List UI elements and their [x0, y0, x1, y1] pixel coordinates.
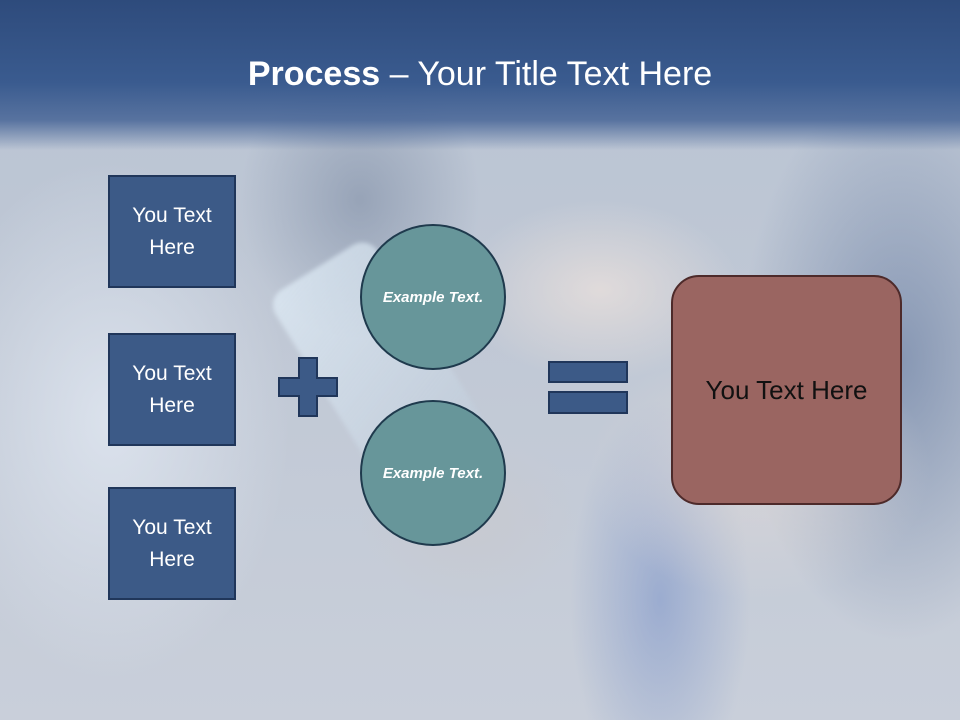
input-box-label: You Text Here [132, 203, 212, 259]
title-bold: Process [247, 55, 381, 93]
example-circle-1: Example Text. [360, 224, 506, 370]
result-box: You Text Here [671, 275, 902, 505]
slide-title: Process – Your Title Text Here [0, 52, 960, 96]
result-label: You Text Here [705, 375, 868, 405]
input-box-label: You Text Here [132, 515, 212, 571]
example-circle-2: Example Text. [360, 400, 506, 546]
plus-icon [278, 357, 338, 417]
input-box-label: You Text Here [132, 361, 212, 417]
equals-icon [548, 361, 628, 414]
example-circle-label: Example Text. [382, 464, 484, 482]
input-box-2: You Text Here [108, 333, 236, 446]
example-circle-label: Example Text. [382, 288, 484, 306]
input-box-1: You Text Here [108, 175, 236, 288]
title-rest: – Your Title Text Here [380, 55, 713, 93]
title-bar [0, 0, 960, 150]
input-box-3: You Text Here [108, 487, 236, 600]
